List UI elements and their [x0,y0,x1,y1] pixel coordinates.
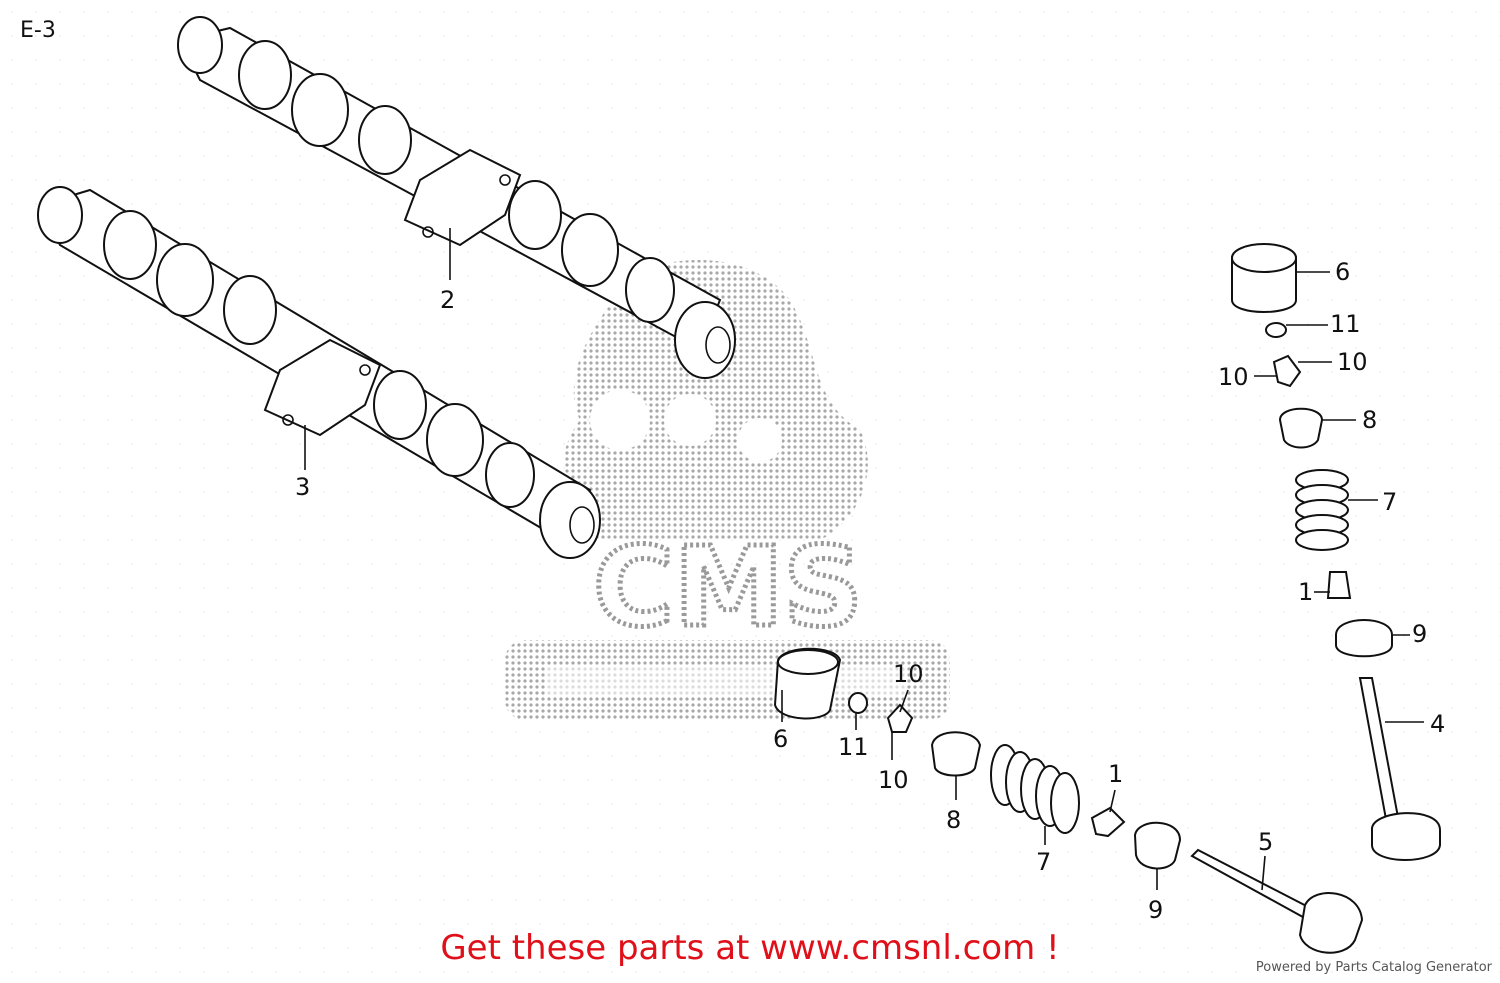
page-title: E-3 [20,18,56,43]
callout-retainer-a: 8 [1362,406,1377,434]
callout-camshaft-upper: 2 [440,286,455,314]
callout-lifter-b: 6 [773,725,788,753]
callout-spring-a: 7 [1382,488,1397,516]
valve-assembly-lower [773,647,1364,954]
watermark-text: CMS [593,523,862,651]
camshaft-upper [177,16,736,379]
callout-cotter-b2: 10 [878,766,909,794]
callout-retainer-b: 8 [946,806,961,834]
callout-seat-b: 9 [1148,896,1163,924]
valve-assembly-right [1231,243,1441,861]
camshaft-lower [37,186,601,559]
leaders-lower [781,689,1266,891]
watermark-logo [505,260,950,720]
callout-lifter-a: 6 [1335,258,1350,286]
callout-cotter-a1: 10 [1337,348,1368,376]
callout-seat-a: 9 [1412,620,1427,648]
callout-cotter-b1: 10 [893,660,924,688]
footer-credit: Powered by Parts Catalog Generator [1255,960,1492,975]
callout-seal-b: 1 [1108,760,1123,788]
callout-shim-b: 11 [838,733,869,761]
callout-shim-a: 11 [1330,310,1361,338]
callout-seal-a: 1 [1298,578,1313,606]
promo-banner-link[interactable]: Get these parts at www.cmsnl.com ! [440,928,1060,968]
callout-cotter-a2: 10 [1218,363,1249,391]
callout-valve-a: 4 [1430,710,1445,738]
leaders-right [1254,271,1424,723]
callout-spring-b: 7 [1036,848,1051,876]
callout-valve-b: 5 [1258,828,1273,856]
callout-camshaft-lower: 3 [295,473,310,501]
